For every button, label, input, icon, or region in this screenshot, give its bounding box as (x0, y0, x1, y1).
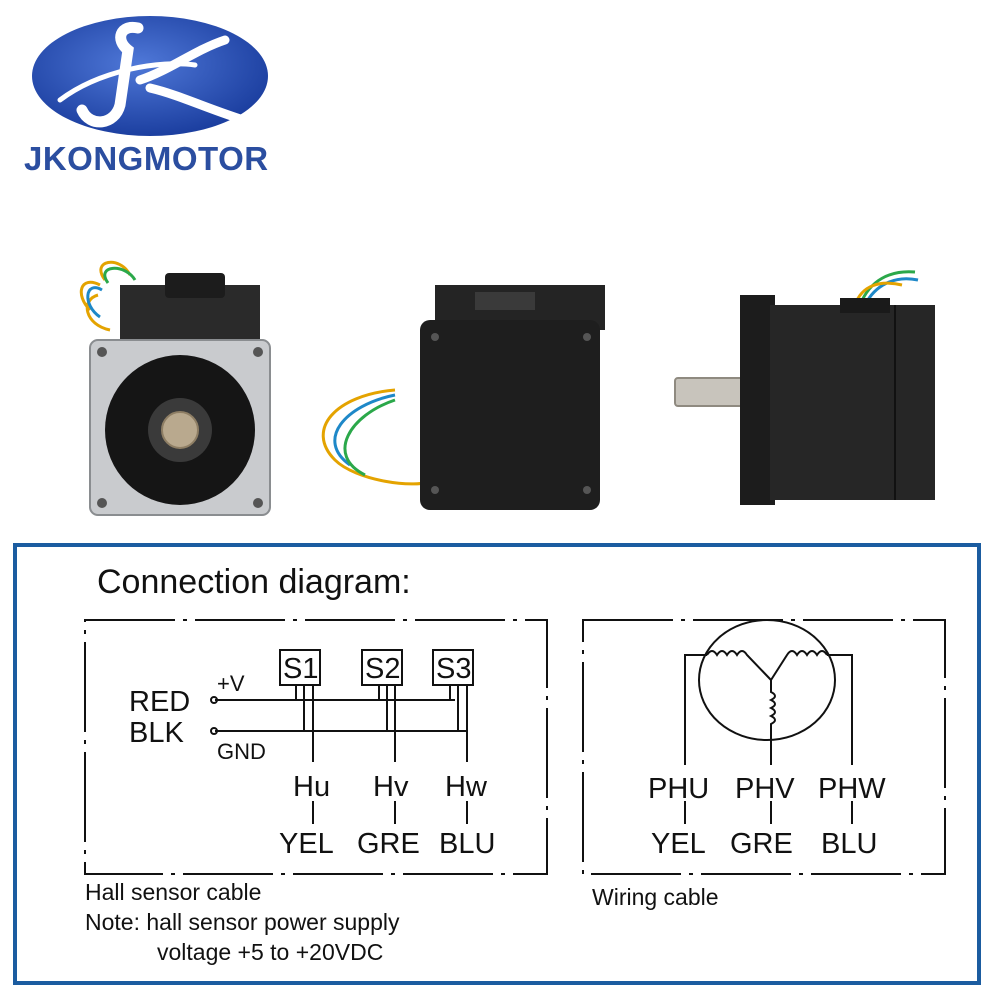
screw-icon (97, 498, 107, 508)
phase-phw: PHW (818, 773, 886, 805)
vplus-label: +V (217, 671, 245, 696)
motor-wire-green (103, 266, 137, 284)
screw-icon (253, 347, 263, 357)
diagram-lines (84, 619, 946, 875)
sensor-box-s3 (432, 649, 474, 686)
winding-color-blu: BLU (821, 828, 878, 860)
blk-wire-label: BLK (129, 717, 184, 749)
motor-wire-yellow (321, 388, 436, 486)
hall-caption: Hall sensor cable (85, 879, 262, 905)
blk-terminal (210, 727, 218, 735)
phase-phu: PHU (648, 773, 710, 805)
phase-phv: PHV (735, 773, 795, 805)
logo-j-shape (76, 21, 144, 128)
stator-circle (698, 619, 836, 741)
sensor-label-s2: S2 (365, 653, 401, 685)
brand-logo (32, 16, 268, 136)
screw-icon (431, 333, 439, 341)
screw-icon (97, 347, 107, 357)
red-terminal (210, 696, 218, 704)
note-line-1: Note: hall sensor power supply (85, 909, 400, 935)
signal-hu: Hu (293, 771, 331, 803)
red-wire-label: RED (129, 686, 191, 718)
signal-hw: Hw (445, 771, 487, 803)
motor-front-view (79, 260, 271, 516)
screw-icon (431, 486, 439, 494)
brand-name: JKONGMOTOR (24, 140, 269, 177)
diagram-title: Connection diagram: (97, 563, 411, 601)
hall-color-blu: BLU (439, 828, 496, 860)
note-line-2: voltage +5 to +20VDC (157, 939, 384, 965)
phw-lead (827, 654, 853, 765)
connector-housing (840, 298, 890, 313)
motor-rear-view (321, 285, 605, 510)
coil-u (706, 650, 772, 681)
shaft (161, 411, 199, 449)
coil-w (770, 650, 828, 681)
motor-body (770, 305, 935, 500)
winding-color-yel: YEL (651, 828, 706, 860)
gnd-label: GND (217, 739, 266, 764)
coil-v (768, 680, 776, 740)
screw-icon (253, 498, 263, 508)
connector-housing (165, 273, 225, 298)
hall-frame (84, 619, 548, 875)
logo-swoosh (57, 61, 198, 103)
wiring-caption: Wiring cable (592, 884, 719, 910)
sensor-label-s1: S1 (283, 653, 319, 685)
hall-color-gre: GRE (357, 828, 420, 860)
motor-wire-blue (333, 393, 396, 467)
winding-color-gre: GRE (730, 828, 793, 860)
sensor-box-s1 (279, 649, 321, 686)
motor-side-view (674, 270, 935, 505)
connection-diagram-panel: Connection diagram: S1 S2 S3 +V GND RED … (13, 543, 981, 985)
motor-wire-green (343, 398, 396, 477)
sensor-box-s2 (361, 649, 403, 686)
screw-icon (583, 486, 591, 494)
phu-lead (684, 654, 707, 765)
signal-hv: Hv (373, 771, 409, 803)
logo-k-shape (135, 35, 255, 127)
screw-icon (583, 333, 591, 341)
hall-color-yel: YEL (279, 828, 334, 860)
label-plate (475, 292, 535, 310)
front-flange (740, 295, 775, 505)
motor-wire-blue (86, 286, 103, 319)
rear-end-cap (420, 320, 600, 510)
sensor-label-s3: S3 (436, 653, 472, 685)
shaft (674, 377, 746, 407)
